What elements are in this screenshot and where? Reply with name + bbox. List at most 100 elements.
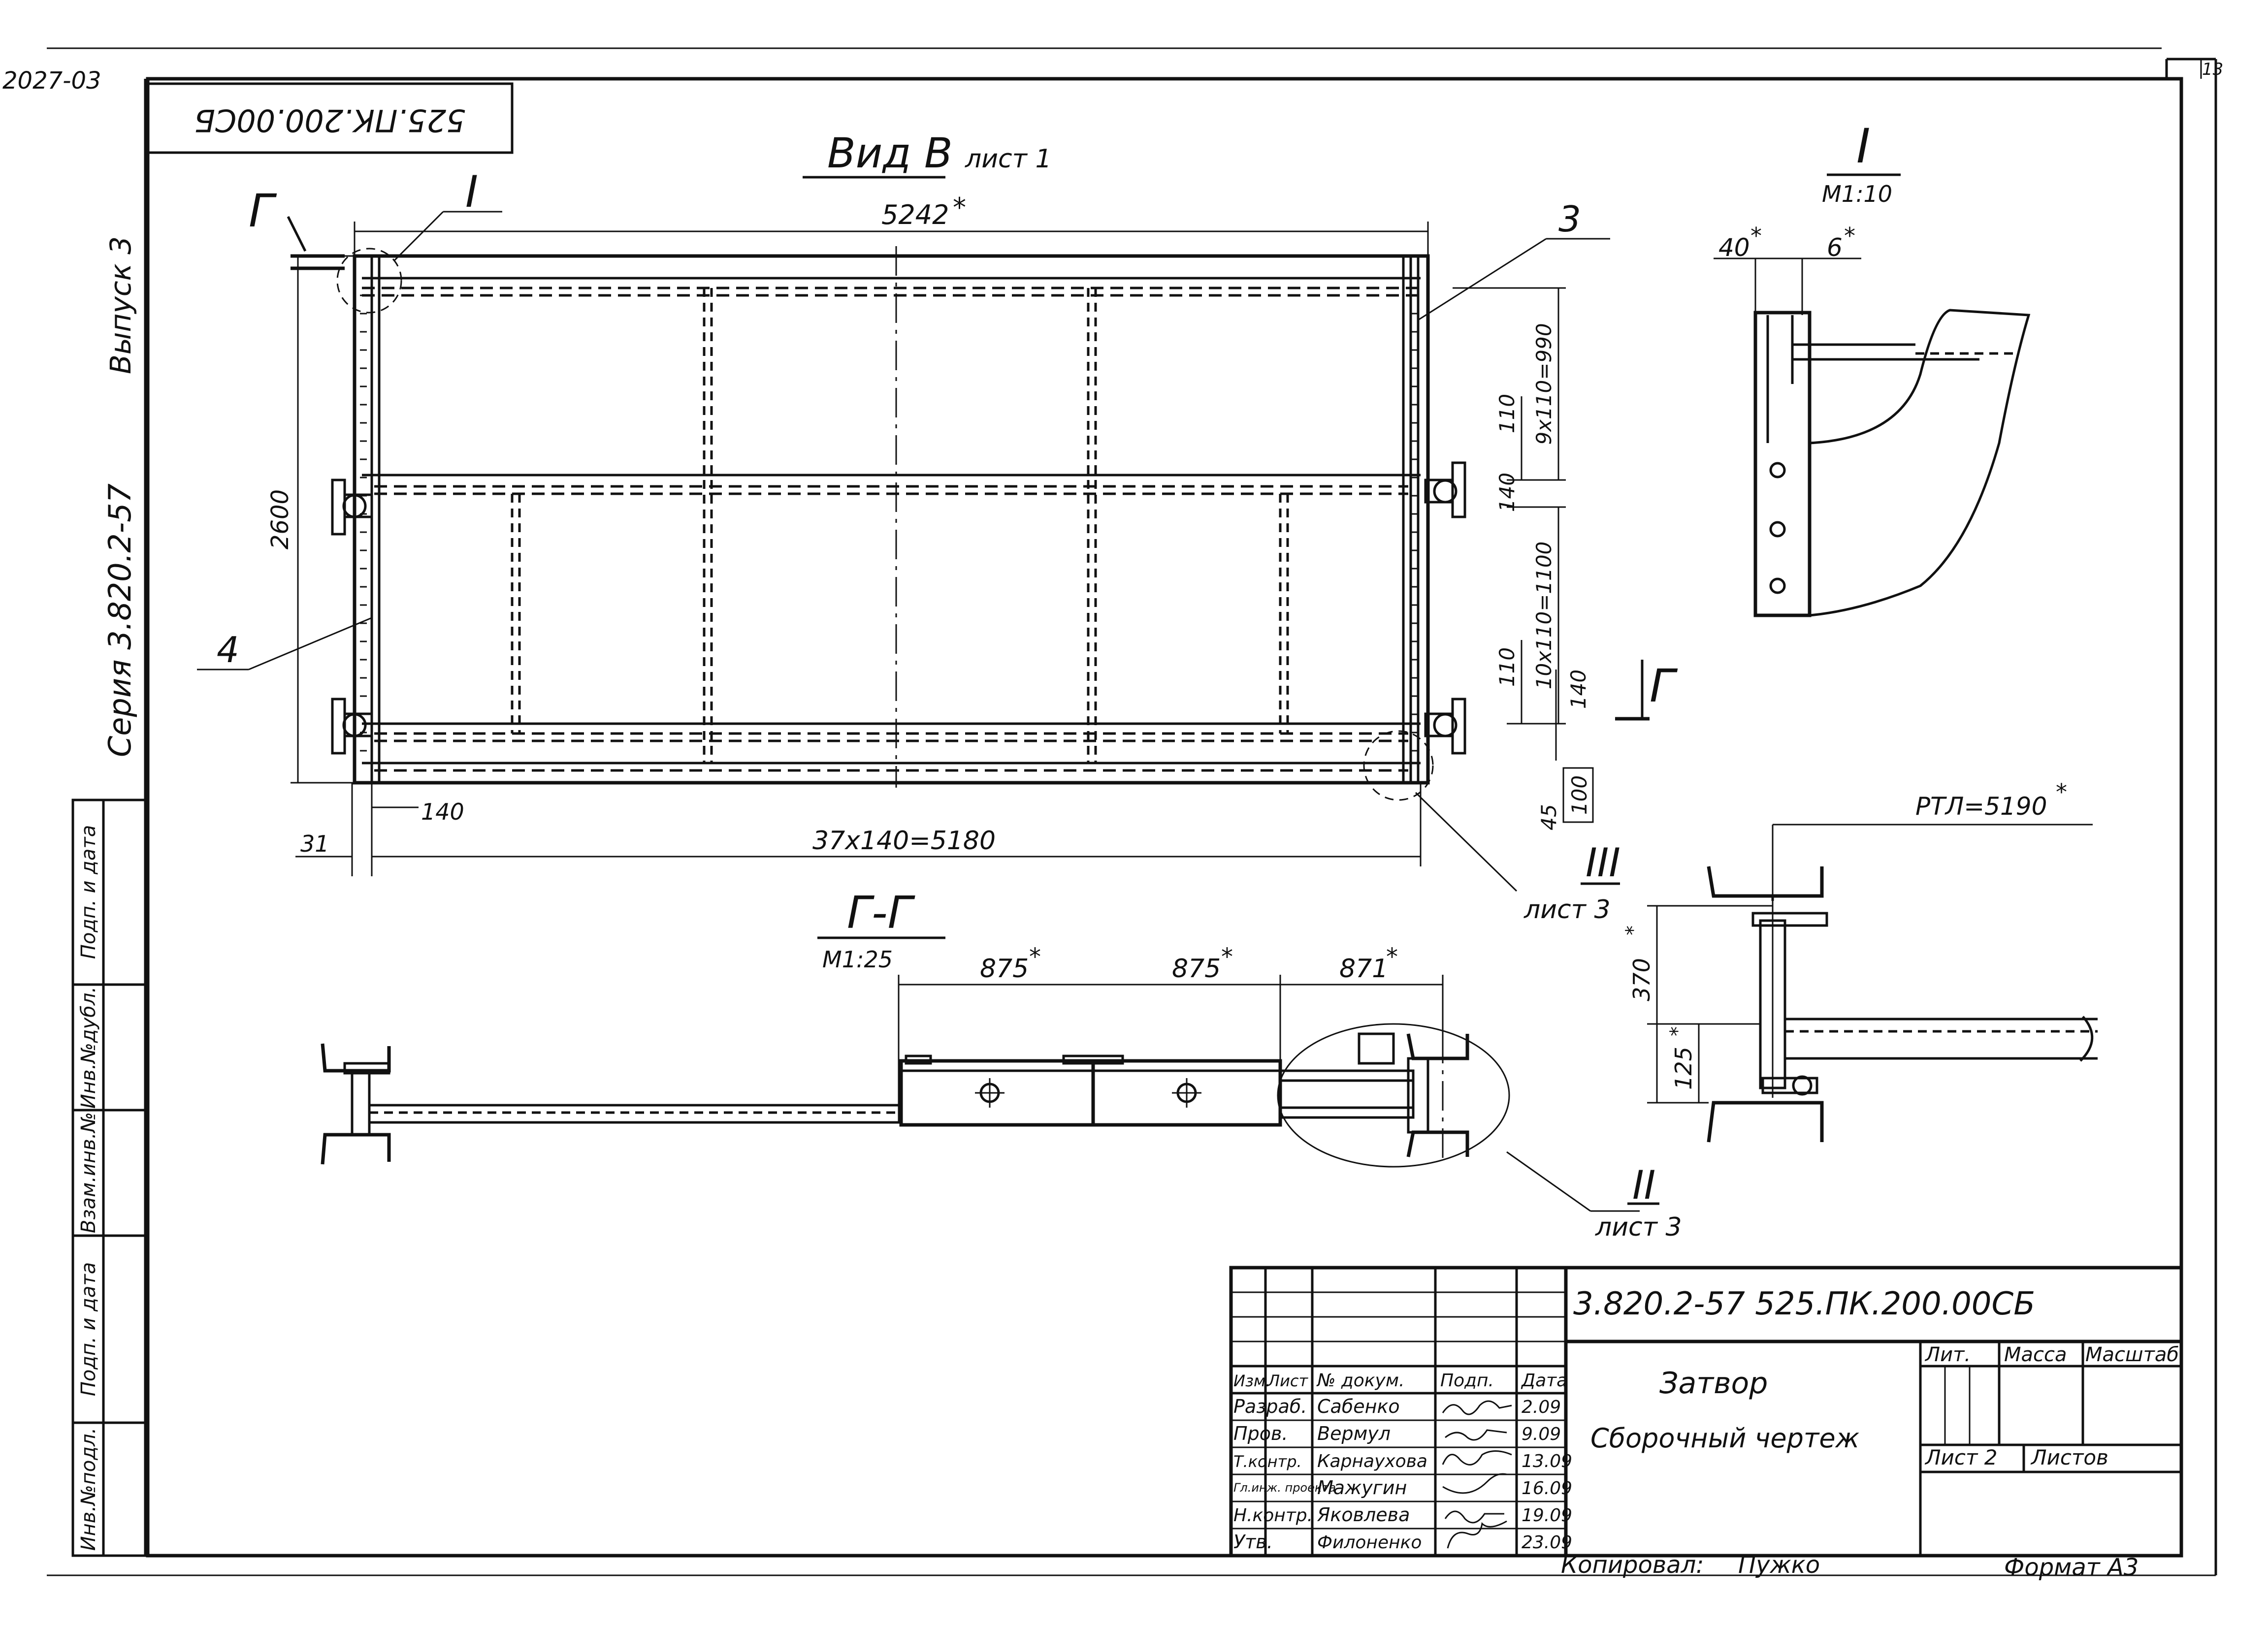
detail-1-dim-40-star: * — [1750, 223, 1762, 249]
callout-node-3-sheet: лист 3 — [1523, 895, 1611, 925]
tb-header: Изм. — [1233, 1372, 1270, 1390]
title-designation: 3.820.2-57 525.ПК.200.00СБ — [1573, 1286, 2035, 1322]
tb-header: № докум. — [1316, 1371, 1404, 1391]
tb-mass: Масса — [2004, 1343, 2067, 1366]
detail-1: I М1:10 40 * 6 * — [1714, 119, 2031, 617]
tb-date: 13.09 — [1522, 1451, 1572, 1471]
rtl-dim-370: 370 — [1628, 958, 1655, 1001]
dim-pitch-lower: 10x110=1100 — [1532, 542, 1556, 690]
tb-scale: Масштаб — [2085, 1343, 2179, 1366]
dim-31: 31 — [300, 830, 329, 857]
copied-by-label: Копировал: — [1561, 1551, 1704, 1579]
section-gg-dim-1-star: * — [1029, 943, 1041, 971]
rtl-dim-125: 125 — [1670, 1047, 1697, 1090]
view-b-sheet-ref: лист 1 — [965, 144, 1052, 174]
view-b-title: Вид В — [827, 129, 953, 177]
rivet-row-right — [1411, 294, 1418, 752]
callout-section-mark-bottom: Г — [1650, 660, 1678, 712]
tb-header: Лист — [1267, 1372, 1308, 1390]
section-gg-dim-2-star: * — [1221, 943, 1233, 971]
side-bracket-left-lower — [331, 698, 373, 755]
node-1-circle — [336, 248, 402, 314]
mirrored-code: 525.ПК.200.00СБ — [194, 102, 465, 138]
detail-1-scale: М1:10 — [1822, 181, 1892, 207]
tb-date: 9.09 — [1522, 1424, 1561, 1444]
tb-header: Подп. — [1440, 1371, 1494, 1391]
view-b: Вид В лист 1 — [197, 129, 1678, 925]
callout-node-2-sheet: лист 3 — [1595, 1213, 1682, 1242]
section-gg-scale: М1:25 — [822, 946, 893, 973]
side-bracket-left-upper — [331, 479, 373, 536]
tb-lit: Лит. — [1924, 1343, 1971, 1366]
tb-role: Утв. — [1233, 1531, 1273, 1553]
dim-140-bottom: 140 — [421, 798, 464, 825]
dim-140-mid: 140 — [1495, 473, 1519, 512]
tb-object-name: Затвор — [1659, 1366, 1768, 1401]
dim-140-lower: 140 — [1566, 670, 1590, 709]
tb-name: Мажугин — [1317, 1477, 1407, 1499]
tb-date: 23.09 — [1522, 1532, 1572, 1553]
tb-name: Карнаухова — [1317, 1451, 1427, 1471]
tb-role: Разраб. — [1233, 1396, 1307, 1417]
section-gg: Г-Г М1:25 875 * 875 * 871 * — [321, 887, 1682, 1242]
tb-name: Сабенко — [1317, 1396, 1400, 1417]
detail-1-label: I — [1856, 119, 1870, 174]
tb-header: Дата — [1521, 1371, 1567, 1391]
side-bracket-right-lower — [1424, 698, 1466, 755]
dim-45: 45 — [1537, 804, 1561, 830]
detail-1-dim-6: 6 — [1827, 233, 1843, 262]
copied-by-name: Пужко — [1738, 1551, 1820, 1579]
rivet-row-left — [360, 294, 367, 752]
side-stamp: Инв.№подл. Подп. и дата Взам.инв.№ Инв.№… — [71, 798, 147, 1557]
section-gg-dim-1: 875 — [980, 954, 1029, 984]
detail-1-dim-6-star: * — [1844, 223, 1855, 249]
dim-110-lower: 110 — [1495, 647, 1519, 687]
detail-1-dim-40: 40 — [1718, 233, 1750, 262]
dim-110-upper: 110 — [1495, 394, 1519, 433]
dim-height: 2600 — [266, 489, 294, 549]
side-stamp-cell: Инв.№дубл. — [77, 987, 100, 1109]
node-2-ellipse — [1277, 1023, 1510, 1168]
dim-100: 100 — [1567, 775, 1591, 815]
side-stamp-cell: Подп. и дата — [77, 825, 100, 959]
format-label: Формат А3 — [2004, 1554, 2138, 1581]
rtl-detail: РТЛ=5190 * 370 * 125 * — [1622, 779, 2098, 1143]
dim-overall-star: * — [953, 192, 966, 223]
rtl-dim-125-star: * — [1666, 1026, 1689, 1036]
dim-overall-length: 5242 — [881, 199, 949, 230]
sheet-corner-number: 13 — [2202, 60, 2223, 79]
mirrored-code-box: 525.ПК.200.00СБ — [146, 82, 514, 154]
title-block: 3.820.2-57 525.ПК.200.00СБ Изм. Лист № д… — [1229, 1266, 2183, 1558]
issue-label: Выпуск 3 — [104, 236, 137, 374]
tb-role: Н.контр. — [1233, 1505, 1313, 1526]
callout-node-2: II — [1632, 1162, 1655, 1208]
tb-date: 19.09 — [1522, 1505, 1572, 1526]
side-stamp-cell: Взам.инв.№ — [77, 1112, 100, 1233]
callout-node-3: III — [1586, 840, 1620, 886]
tb-doc-type: Сборочный чертеж — [1590, 1423, 1860, 1454]
rtl-rail-star: * — [2056, 779, 2067, 805]
signatures — [1442, 1400, 1512, 1549]
tb-date: 16.09 — [1522, 1478, 1572, 1499]
node-3-circle — [1363, 730, 1434, 801]
tb-sheet: Лист 2 — [1924, 1445, 1998, 1469]
corner-code: 2027-03 — [2, 67, 101, 95]
tb-role: Т.контр. — [1233, 1452, 1302, 1471]
section-gg-dim-3-star: * — [1386, 943, 1398, 971]
tb-role: Пров. — [1233, 1423, 1288, 1444]
side-stamp-cell: Инв.№подл. — [77, 1428, 100, 1551]
section-gg-dim-3: 871 — [1339, 954, 1388, 984]
callout-node-1: I — [465, 166, 478, 217]
tb-sheets: Листов — [2030, 1445, 2108, 1469]
side-stamp-cell: Подп. и дата — [77, 1262, 100, 1396]
tb-name: Филоненко — [1317, 1532, 1422, 1553]
tb-date: 2.09 — [1522, 1397, 1561, 1417]
rtl-rail-label: РТЛ=5190 — [1915, 792, 2047, 821]
tb-name: Вермул — [1317, 1423, 1391, 1444]
tb-name: Яковлева — [1317, 1504, 1410, 1526]
callout-item-3: 3 — [1558, 198, 1581, 240]
callout-item-4: 4 — [217, 629, 239, 670]
tb-role: Гл.инж. проекта — [1233, 1481, 1336, 1495]
side-bracket-right-upper — [1424, 461, 1466, 518]
